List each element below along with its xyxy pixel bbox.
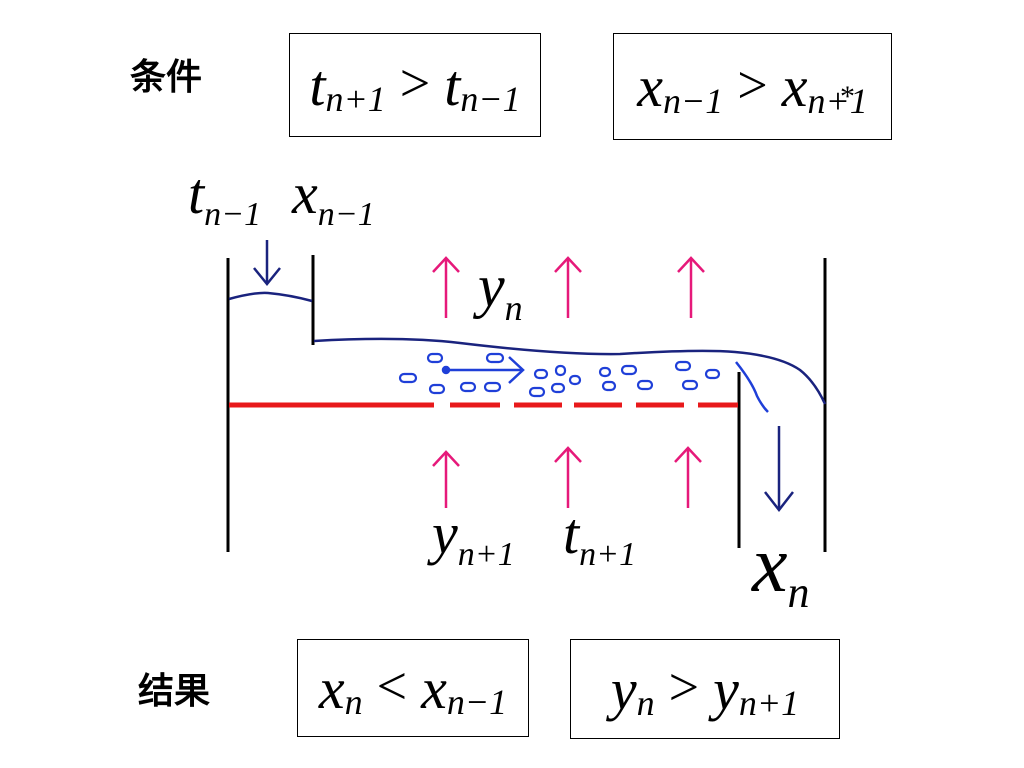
inlet-liquid-surface [228,291,313,303]
formula-right-subscript: n−1 [460,79,521,119]
tray-liquid-surface [313,337,827,405]
formula-left-symbol: x [637,54,663,119]
formula-left-symbol: x [318,655,345,721]
formula-right-subscript: n+1 [807,80,868,121]
condition-label: 条件 [130,57,203,98]
formula-left-subscript: n−1 [662,80,724,121]
formula-left-subscript: n+1 [325,79,386,119]
formula-right-symbol: y [713,656,739,722]
formula-operator: < [376,656,408,716]
liquid-flow-arrow [441,356,525,384]
liquid-inlet-arrow [253,240,281,286]
vapor-inlet-arrows [432,446,702,508]
formula-operator: > [668,657,700,717]
result-label: 结果 [138,671,211,712]
vapor-outlet-arrows [432,256,705,318]
formula-left-symbol: t [309,52,326,118]
label-x-inlet: xn−1 [292,161,375,233]
formula-right-symbol: t [444,52,461,118]
formula-left-symbol: y [610,656,637,722]
formula-right-subscript: n+1 [738,683,800,723]
label-t-inlet: tn−1 [188,161,262,233]
formula-operator: > [399,53,431,113]
formula-right-subscript: n−1 [446,682,508,722]
formula-right-symbol: x [781,54,808,119]
label-y-inlet: yn+1 [432,501,515,573]
overflow-liquid-stream [735,361,769,413]
formula-left-subscript: n [636,683,655,723]
liquid-outlet-arrow [764,426,794,513]
formula-equilibrium-star: * [840,80,855,113]
formula-left-subscript: n [344,682,363,722]
label-x-outlet: xn [752,521,810,617]
label-y-outlet: yn [478,253,523,328]
formula-right-symbol: x [421,655,447,721]
formula-operator: > [737,54,768,115]
vapor-bubbles [398,352,721,398]
label-t-vapor: tn+1 [563,501,637,573]
